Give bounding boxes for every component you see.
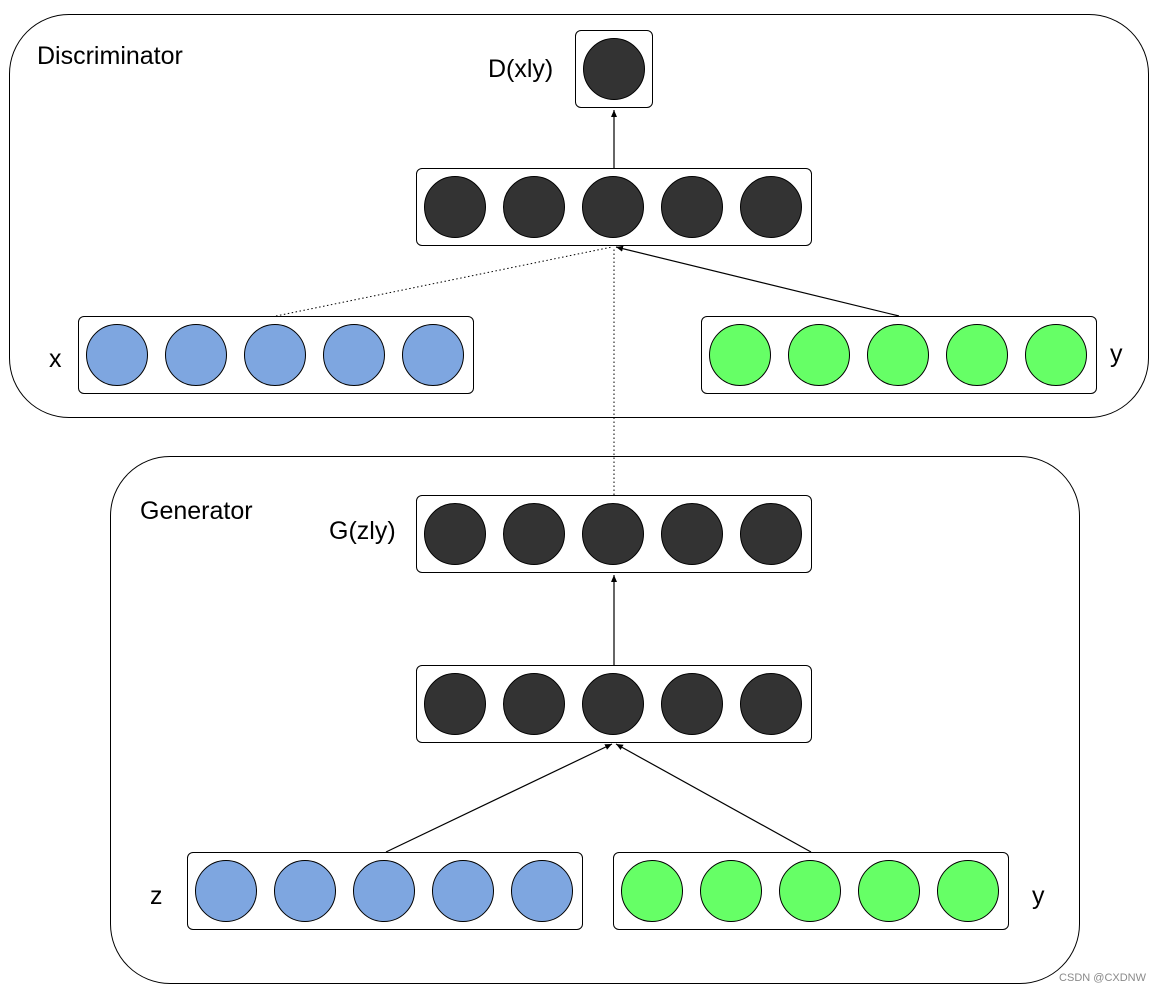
discriminator-y-input-layer [701,316,1097,394]
discriminator-output-box [575,30,653,108]
generator-y-node [779,860,841,922]
discriminator-x-node [402,324,464,386]
generator-y-node [621,860,683,922]
discriminator-y-node [709,324,771,386]
generator-output-node [503,503,565,565]
discriminator-y-node [788,324,850,386]
generator-z-node [274,860,336,922]
generator-z-label: z [150,882,163,910]
generator-z-node [432,860,494,922]
discriminator-hidden-node [503,176,565,238]
generator-output-label: G(zly) [329,517,396,545]
generator-hidden-node [582,673,644,735]
generator-output-layer [416,495,812,573]
generator-y-node [858,860,920,922]
discriminator-x-node [86,324,148,386]
generator-output-node [424,503,486,565]
discriminator-output-label: D(xly) [488,55,554,83]
generator-hidden-node [503,673,565,735]
discriminator-hidden-layer [416,168,812,246]
generator-y-label: y [1032,882,1045,910]
generator-y-node [700,860,762,922]
generator-z-node [353,860,415,922]
discriminator-x-label: x [49,345,62,373]
discriminator-x-node [323,324,385,386]
generator-y-input-layer [613,852,1009,930]
generator-hidden-layer [416,665,812,743]
discriminator-y-node [867,324,929,386]
generator-hidden-node [740,673,802,735]
generator-hidden-node [661,673,723,735]
discriminator-x-input-layer [78,316,474,394]
discriminator-title: Discriminator [37,42,183,70]
discriminator-x-node [165,324,227,386]
discriminator-x-node [244,324,306,386]
discriminator-y-label: y [1110,340,1123,368]
watermark: CSDN @CXDNW [1059,972,1146,984]
discriminator-y-node [1025,324,1087,386]
discriminator-hidden-node [582,176,644,238]
generator-z-node [195,860,257,922]
generator-output-node [740,503,802,565]
generator-z-input-layer [187,852,583,930]
generator-output-node [582,503,644,565]
generator-hidden-node [424,673,486,735]
generator-y-node [937,860,999,922]
generator-z-node [511,860,573,922]
discriminator-output-node [583,38,645,100]
discriminator-hidden-node [661,176,723,238]
discriminator-y-node [946,324,1008,386]
discriminator-hidden-node [424,176,486,238]
generator-title: Generator [140,497,253,525]
discriminator-hidden-node [740,176,802,238]
generator-output-node [661,503,723,565]
